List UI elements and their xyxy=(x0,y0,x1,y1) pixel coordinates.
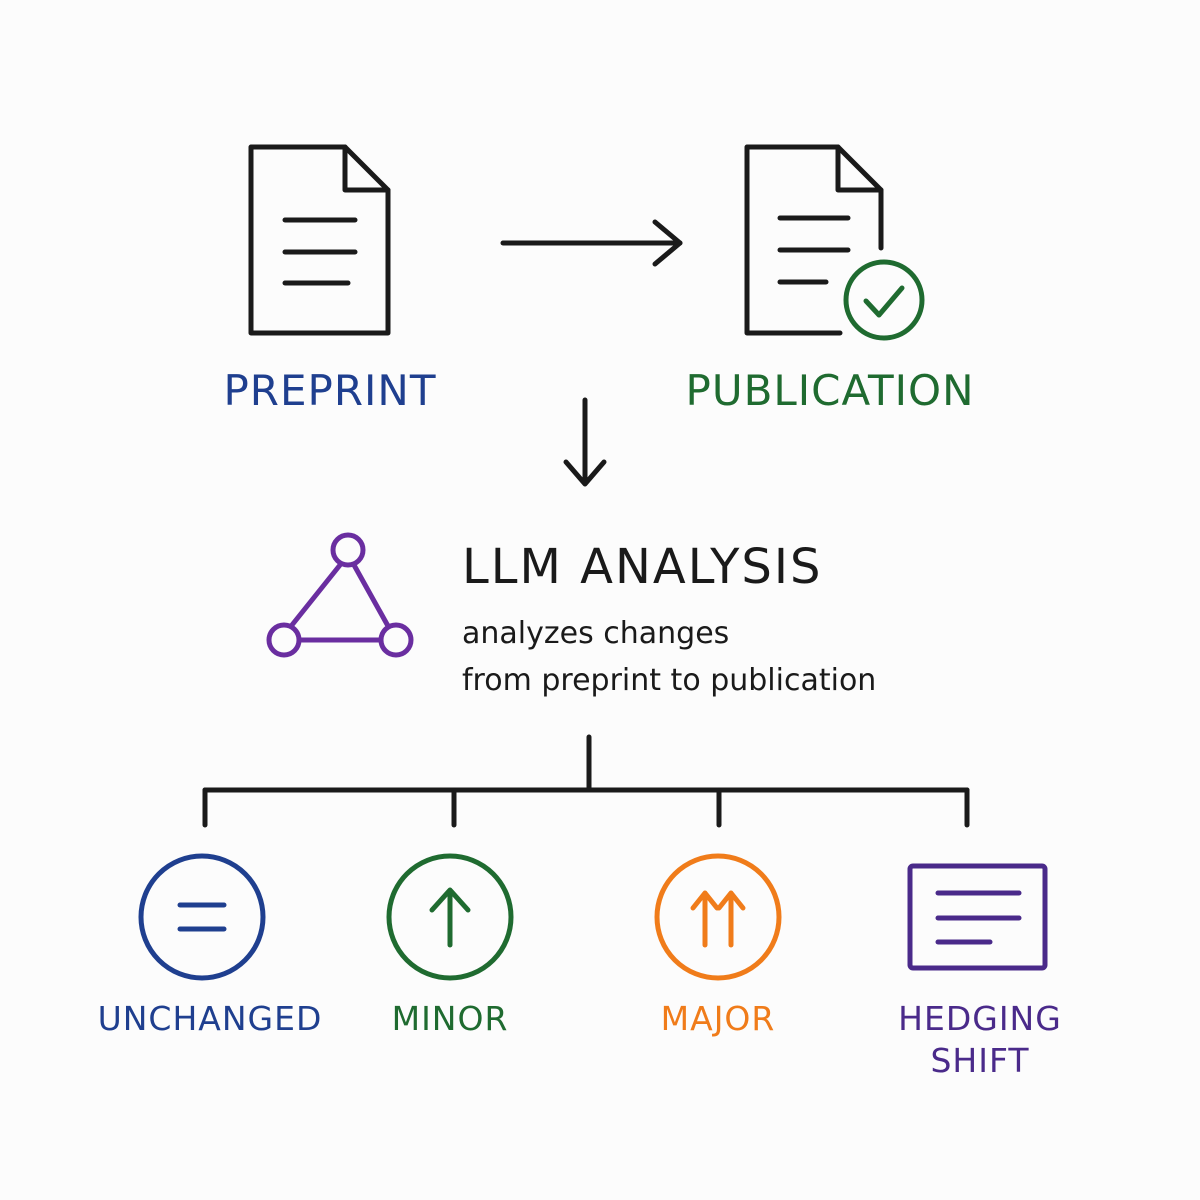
check-circle-icon xyxy=(843,259,925,341)
preprint-label: PREPRINT xyxy=(223,366,436,415)
down-arrow-icon xyxy=(563,397,607,487)
preprint-document-icon xyxy=(248,144,391,336)
category-label-minor: MINOR xyxy=(392,999,509,1038)
right-arrow-icon xyxy=(500,219,683,267)
tree-connector xyxy=(202,734,970,828)
double-arrow-up-circle-icon xyxy=(654,853,782,981)
publication-label: PUBLICATION xyxy=(686,366,975,415)
category-label-hedging-line1: HEDGING xyxy=(898,999,1062,1038)
equals-circle-icon xyxy=(138,853,266,981)
category-label-major: MAJOR xyxy=(661,999,776,1038)
analysis-title: LLM ANALYSIS xyxy=(462,539,823,595)
analysis-description-line1: analyzes changes xyxy=(462,616,729,651)
analysis-description-line2: from preprint to publication xyxy=(462,663,876,698)
text-box-icon xyxy=(907,863,1048,971)
arrow-up-circle-icon xyxy=(386,853,514,981)
network-triangle-icon xyxy=(266,532,414,658)
category-label-unchanged: UNCHANGED xyxy=(98,999,323,1038)
publication-document-icon xyxy=(744,144,884,336)
category-label-hedging-line2: SHIFT xyxy=(930,1041,1029,1080)
